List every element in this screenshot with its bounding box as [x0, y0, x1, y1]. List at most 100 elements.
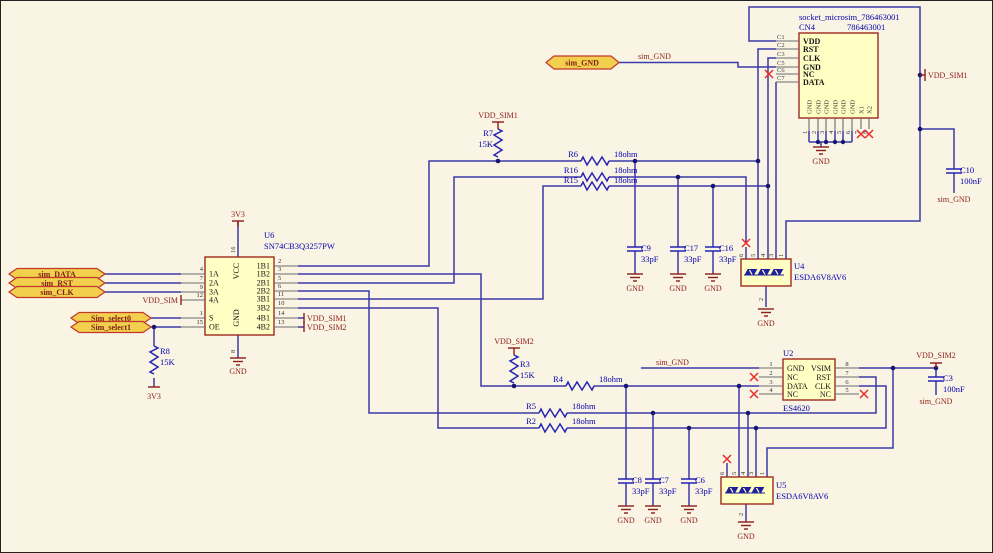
power-vddsim2-rail[interactable]: VDD_SIM2 [916, 351, 956, 368]
cn4-pinid: C3 [777, 51, 785, 58]
capacitor-c7[interactable]: C7 33pF [644, 475, 677, 496]
gnd-cn4[interactable]: GND [812, 146, 830, 166]
power-vddsim1-label: VDD_SIM1 [307, 314, 347, 323]
cn4-pinid: C5 [777, 60, 785, 67]
u6-pin-2a: 2A [209, 279, 219, 288]
r8-ref: R8 [160, 346, 170, 356]
cn4-bpin: GND [807, 100, 814, 114]
power-vddsim1-rail[interactable]: VDD_SIM1 [920, 69, 968, 81]
cn4-pin-vdd: VDD [803, 37, 821, 46]
u6-num: 1 [200, 310, 203, 317]
gnd-c7[interactable]: GND [644, 505, 662, 525]
cn4-pinid: C1 [777, 34, 785, 41]
capacitor-c8[interactable]: C8 33pF [617, 475, 650, 496]
r8-val: 15K [160, 357, 176, 367]
resistor-r15[interactable]: R15 18ohm [564, 175, 638, 191]
u6-pin-2b1: 2B1 [257, 279, 270, 288]
u4-part: ESDA6V8AV6 [794, 272, 846, 282]
junction-dots [151, 72, 939, 431]
power-vddsim-u6-4a[interactable]: VDD_SIM [142, 295, 182, 305]
gnd-c6[interactable]: GND [680, 505, 698, 525]
u6-part: SN74CB3Q3257PW [264, 241, 335, 251]
c16-val: 33pF [719, 254, 737, 264]
u6-pin-s: S [209, 314, 213, 323]
power-vddsim1-u6-4b1[interactable]: VDD_SIM1 [303, 313, 347, 323]
gnd-u6[interactable]: GND [229, 357, 247, 376]
ic-u4-esd[interactable]: U4 ESDA6V8AV6 6 5 4 3 1 2 [738, 253, 846, 301]
capacitor-c6[interactable]: C6 33pF [680, 475, 713, 496]
u5-part: ESDA6V8AV6 [776, 491, 828, 501]
u6-num: 14 [278, 310, 285, 317]
ic-u6-mux[interactable]: U6 SN74CB3Q3257PW 1A 2A 3A 4A S OE 1B1 1… [181, 230, 335, 353]
resistor-r5[interactable]: R5 18ohm [526, 401, 596, 418]
u4-num: 5 [750, 254, 757, 257]
c17-ref: C17 [684, 243, 698, 253]
net-label-sim-gnd-top: sim_GND [638, 52, 671, 61]
u6-pin-4b2: 4B2 [257, 323, 270, 332]
capacitor-c17[interactable]: C17 33pF [669, 243, 702, 264]
u6-num: 13 [278, 319, 285, 326]
resistor-r2[interactable]: R2 18ohm [526, 416, 596, 433]
ic-u5-esd[interactable]: U5 ESDA6V8AV6 6 5 4 3 1 2 [719, 471, 828, 516]
cn4-title: socket_microsim_786463001 [799, 12, 900, 22]
power-vddsim1-rail-label: VDD_SIM1 [928, 71, 968, 80]
r7-ref: R7 [483, 128, 493, 138]
capacitor-c3[interactable]: C3 100nF [927, 373, 965, 394]
gnd-u6-label: GND [229, 367, 247, 376]
gnd-u4[interactable]: GND [757, 308, 775, 328]
gnd-c16[interactable]: GND [704, 273, 722, 293]
u6-num: 10 [278, 300, 285, 307]
u6-num: 6 [278, 283, 282, 290]
r3-val: 15K [520, 370, 536, 380]
u6-num: 11 [278, 291, 284, 298]
r16-ref: R16 [564, 165, 578, 175]
u6-pin-3b2: 3B2 [257, 304, 270, 313]
u5-ref: U5 [776, 480, 786, 490]
resistor-r7[interactable]: VDD_SIM1 R7 15K [478, 111, 518, 158]
resistor-r4[interactable]: R4 18ohm [553, 374, 623, 391]
u2-pin-vsim: VSIM [811, 364, 831, 373]
u2-num: 1 [769, 361, 772, 368]
cn4-part: 786463001 [847, 22, 885, 32]
resistor-r8[interactable]: R8 15K [149, 345, 176, 375]
gnd-c8[interactable]: GND [617, 505, 635, 525]
cn4-pinid: C2 [777, 42, 785, 49]
u2-num: 2 [769, 370, 772, 377]
power-3v3-r8-label: 3V3 [147, 392, 161, 401]
u2-pin-rst: RST [816, 373, 831, 382]
cn4-bnum: 5 [836, 131, 843, 134]
capacitor-c9[interactable]: C9 33pF [626, 243, 659, 264]
cn4-ref: CN4 [799, 22, 816, 32]
u6-num: 3 [278, 266, 281, 273]
power-vddsim2-u6-4b2[interactable]: VDD_SIM2 [303, 322, 347, 332]
u2-num: 6 [845, 379, 849, 386]
gnd-c9[interactable]: GND [626, 273, 644, 293]
capacitor-c16[interactable]: C16 33pF [704, 243, 737, 264]
c8-ref: C8 [632, 475, 642, 485]
net-flag-sim-select1[interactable]: Sim_select1 [69, 320, 153, 334]
cn4-bpin: GND [850, 100, 857, 114]
resistor-r6[interactable]: R6 18ohm [568, 149, 638, 166]
u2-pin-nc5: NC [820, 390, 831, 399]
net-flag-sim-clk[interactable]: sim_CLK [7, 285, 107, 299]
u5-num: 4 [740, 471, 747, 475]
r7-val: 15K [478, 139, 494, 149]
capacitor-c10[interactable]: C10 100nF [945, 165, 982, 186]
gnd-c17[interactable]: GND [669, 273, 687, 293]
r4-val: 18ohm [599, 374, 623, 384]
u2-part: ES4620 [783, 403, 810, 413]
power-3v3-u6[interactable]: 3V3 [231, 210, 245, 227]
net-flag-sim-gnd[interactable]: sim_GND [545, 55, 620, 70]
connector-cn4-sim-socket[interactable]: socket_microsim_786463001 CN4 786463001 … [776, 12, 900, 134]
ic-u2-esim[interactable]: U2 ES4620 GND NC DATA NC VSIM RST CLK NC… [759, 348, 859, 413]
r15-val: 18ohm [614, 175, 638, 185]
gnd-u5[interactable]: GND [737, 521, 755, 541]
resistor-r3[interactable]: VDD_SIM2 R3 15K [494, 337, 536, 384]
net-flag-sim-clk-label: sim_CLK [40, 288, 74, 297]
u5-num: 1 [759, 472, 766, 475]
net-label-sim-gnd-u2: sim_GND [656, 358, 689, 367]
power-3v3-r8[interactable]: 3V3 [147, 386, 161, 401]
resistor-r16[interactable]: R16 18ohm [564, 165, 638, 182]
c3-ref: C3 [943, 373, 953, 383]
